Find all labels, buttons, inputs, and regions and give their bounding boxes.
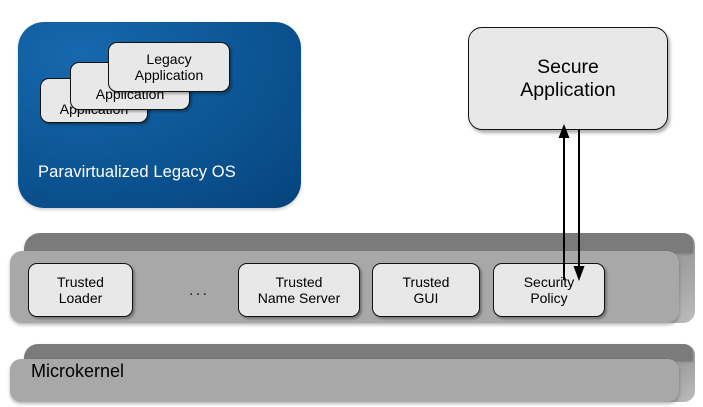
trusted-name-server-label: Trusted Name Server [258,274,340,306]
legacy-os-label: Paravirtualized Legacy OS [38,163,236,181]
trusted-layer-top-face [24,233,693,253]
microkernel-front-face [10,359,679,402]
security-policy-label: Security Policy [524,274,575,306]
trusted-gui-label: Trusted GUI [403,274,450,306]
trusted-gui-line1: Trusted [402,273,450,290]
services-ellipsis: ... [188,280,210,299]
trusted-name-server-box: Trusted Name Server [238,263,360,317]
security-policy-line2: Policy [530,290,568,306]
trusted-gui-box: Trusted GUI [372,263,480,317]
secure-app-line2: Application [520,78,616,101]
trusted-gui-line2: GUI [413,290,439,306]
microkernel-label: Microkernel [31,361,125,381]
security-policy-box: Security Policy [493,263,605,317]
legacy-application-label-3: Legacy Application [135,51,204,83]
trusted-name-server-line1: Trusted [275,273,323,290]
legacy-application-box-3: Legacy Application [108,42,230,92]
trusted-loader-label: Trusted Loader [57,274,104,306]
legacy-app-line1-3: Legacy [146,50,192,67]
secure-app-line1: Secure [537,55,599,78]
legacy-app-line2-3: Application [134,67,204,83]
microkernel-top-face [24,344,693,361]
security-policy-line1: Security [523,273,575,290]
secure-application-label: Secure Application [520,56,615,101]
secure-application-box: Secure Application [468,27,668,130]
microkernel-layer [10,344,695,402]
trusted-name-server-line2: Name Server [257,290,341,306]
trusted-loader-line1: Trusted [57,273,104,290]
trusted-loader-box: Trusted Loader [28,263,133,317]
trusted-loader-line2: Loader [58,290,103,306]
